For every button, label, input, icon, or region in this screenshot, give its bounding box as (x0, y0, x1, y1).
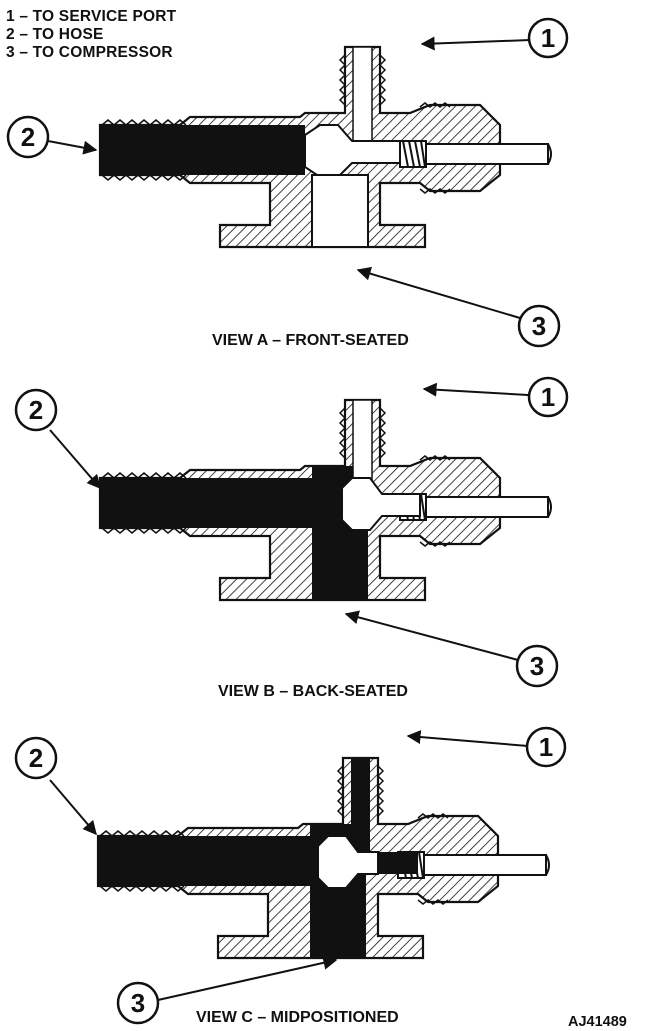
view-a-callouts: 1 2 3 VIEW A – FRONT-SEATED (6, 17, 569, 349)
view-b-caption: VIEW B – BACK-SEATED (218, 683, 408, 700)
legend-item-service-port: 1 – TO SERVICE PORT (6, 8, 177, 25)
view-c (96, 756, 551, 960)
svg-text:3: 3 (131, 988, 145, 1018)
svg-text:2: 2 (29, 395, 43, 425)
hose-passage (100, 125, 305, 175)
svg-text:3: 3 (532, 311, 546, 341)
hose-passage (100, 478, 315, 528)
callout-2-view-a (6, 115, 50, 159)
svg-text:2: 2 (21, 122, 35, 152)
view-b-callouts: 1 2 3 VIEW B – BACK-SEATED (14, 376, 569, 700)
view-c-callouts: 1 2 3 VIEW C – MIDPOSITIONED (14, 726, 567, 1026)
legend: 1 – TO SERVICE PORT 2 – TO HOSE 3 – TO C… (6, 8, 176, 62)
callout-3-view-b (515, 644, 559, 688)
callout-2-view-c (14, 736, 58, 780)
callout-1-view-a (527, 17, 569, 59)
callout-1-view-b (527, 376, 569, 418)
figure-id: AJ41489 (568, 1014, 627, 1030)
svg-text:2: 2 (29, 743, 43, 773)
svg-text:1: 1 (541, 382, 555, 412)
callout-2-view-b (14, 388, 58, 432)
view-a (98, 45, 553, 249)
svg-text:3: 3 (530, 651, 544, 681)
callout-3-view-a (517, 304, 561, 348)
view-c-caption: VIEW C – MIDPOSITIONED (196, 1009, 399, 1026)
hose-passage (98, 836, 313, 886)
svg-text:1: 1 (539, 732, 553, 762)
svg-text:1: 1 (541, 23, 555, 53)
callout-3-view-c (116, 981, 160, 1025)
view-b (98, 398, 553, 602)
callout-1-view-c (525, 726, 567, 768)
view-a-caption: VIEW A – FRONT-SEATED (212, 332, 409, 349)
legend-item-hose: 2 – TO HOSE (6, 26, 104, 43)
legend-item-compressor: 3 – TO COMPRESSOR (6, 44, 173, 61)
